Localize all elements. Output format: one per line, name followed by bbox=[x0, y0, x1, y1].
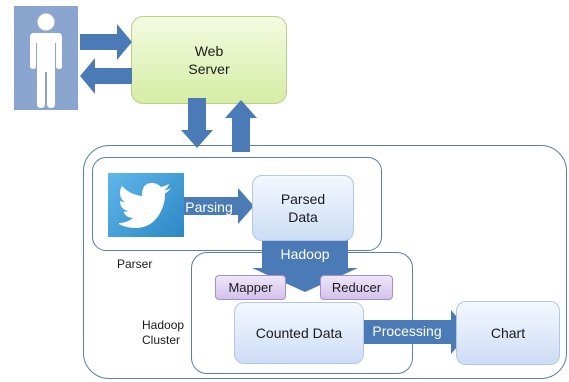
hadoop-cluster-label: Hadoop Cluster bbox=[142, 318, 185, 347]
parsing-arrow bbox=[176, 188, 254, 224]
counted-data-node: Counted Data bbox=[234, 302, 364, 364]
server-to-user-arrow bbox=[80, 58, 132, 94]
user-icon bbox=[14, 6, 78, 110]
hadoop-label: Hadoop bbox=[280, 246, 330, 262]
parser-group-label: Parser bbox=[117, 257, 153, 271]
chart-node: Chart bbox=[456, 301, 560, 365]
twitter-bird-icon bbox=[119, 183, 171, 228]
processing-label: Processing bbox=[372, 323, 442, 339]
reducer-node: Reducer bbox=[320, 275, 393, 300]
server-down-arrow bbox=[181, 98, 213, 148]
twitter-logo bbox=[108, 173, 184, 237]
hadoop-system-frame bbox=[83, 145, 567, 379]
user-to-server-arrow bbox=[80, 24, 132, 60]
web-server-node: Web Server bbox=[131, 16, 287, 104]
mapper-node: Mapper bbox=[215, 275, 286, 300]
parsed-data-node: Parsed Data bbox=[252, 175, 354, 241]
parsing-label: Parsing bbox=[185, 199, 233, 215]
server-up-arrow bbox=[225, 100, 257, 152]
processing-arrow bbox=[362, 310, 470, 354]
